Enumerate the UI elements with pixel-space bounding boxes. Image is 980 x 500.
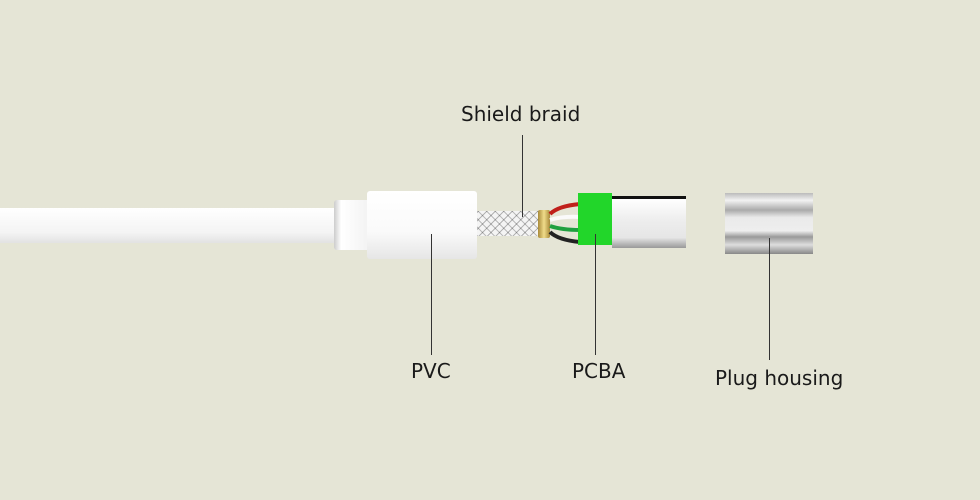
- label-shield-braid: Shield braid: [461, 102, 581, 126]
- leader-line-plug-housing: [769, 238, 770, 360]
- pvc-boot: [367, 191, 477, 259]
- label-plug-housing: Plug housing: [715, 366, 844, 390]
- flat-cable: [0, 208, 340, 243]
- leader-line-pcba: [595, 234, 596, 355]
- label-pvc: PVC: [411, 359, 451, 383]
- wires: [548, 202, 581, 244]
- shield-braid: [477, 211, 539, 236]
- leader-line-shield-braid: [522, 135, 523, 217]
- usb-c-plug: [612, 196, 686, 248]
- strain-relief: [334, 200, 370, 250]
- gold-ring: [538, 210, 550, 238]
- label-pcba: PCBA: [572, 359, 626, 383]
- leader-line-pvc: [431, 234, 432, 355]
